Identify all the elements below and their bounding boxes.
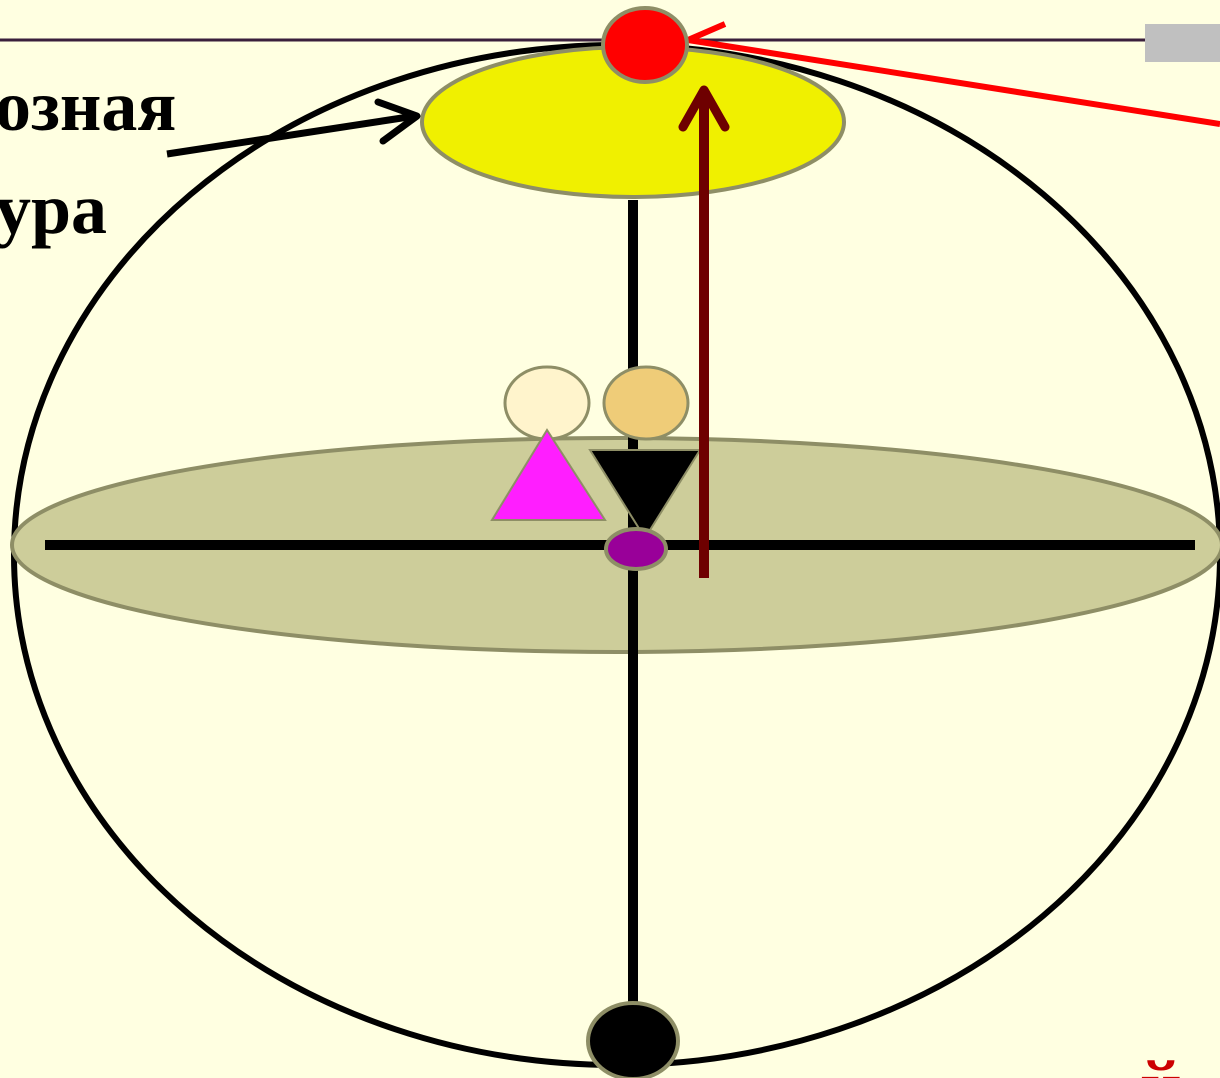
arrow-right-icon bbox=[374, 98, 421, 145]
arrow-up-icon bbox=[678, 85, 730, 132]
center-point bbox=[604, 527, 668, 571]
label-pointer-shaft bbox=[166, 112, 416, 158]
label-upper-line: озная bbox=[0, 66, 176, 146]
bottom-fragment: й bbox=[1140, 1046, 1181, 1078]
top-point bbox=[601, 6, 689, 84]
bottom-point bbox=[586, 1001, 680, 1078]
triangle-up-icon bbox=[490, 428, 607, 521]
label-lower-line: ура bbox=[0, 169, 107, 249]
red-ray bbox=[687, 37, 1220, 127]
tan-circle bbox=[602, 365, 690, 441]
rule-block bbox=[1145, 24, 1220, 62]
red-ray-tick bbox=[686, 21, 727, 43]
triangle-down-icon bbox=[588, 449, 702, 540]
